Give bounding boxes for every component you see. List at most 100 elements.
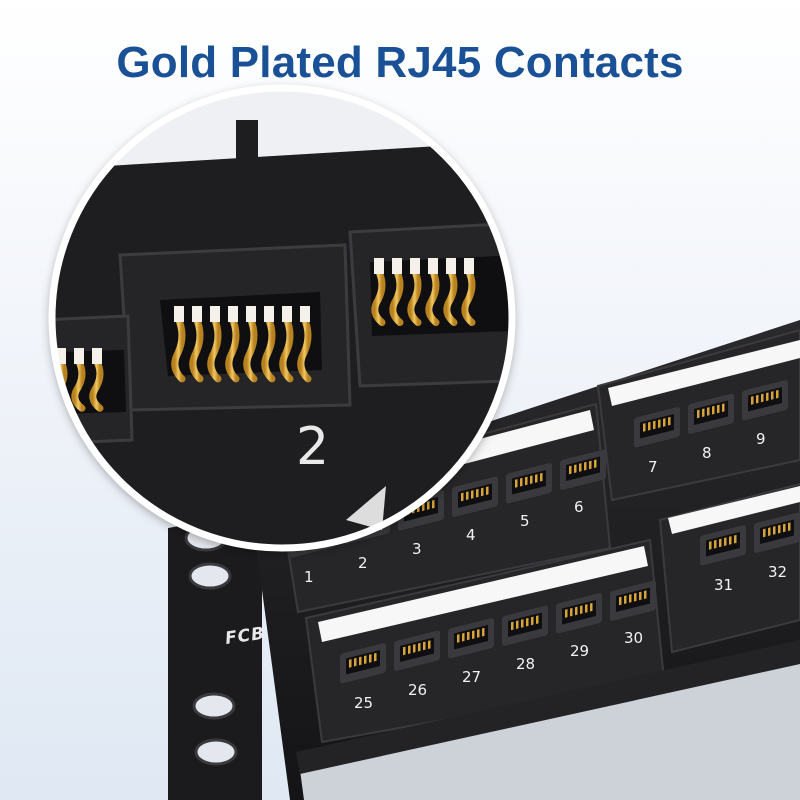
rj45-pin (422, 502, 425, 512)
rj45-pin (778, 524, 781, 534)
contact-separator (210, 306, 220, 322)
gold-contact-pin (207, 314, 222, 383)
punch-down-edge (296, 640, 800, 774)
rj45-pin (648, 421, 651, 431)
port-number: 2 (358, 554, 368, 572)
rj45-pin (751, 396, 754, 405)
port-number: 1 (304, 568, 314, 586)
rj45-pin (516, 620, 519, 630)
port-number: 5 (520, 512, 530, 530)
rj45-pin (476, 488, 479, 498)
rj45-pin (575, 606, 578, 616)
mounting-hole (188, 562, 232, 590)
port-number: 32 (768, 563, 787, 581)
mounting-hole (194, 738, 238, 766)
contact-separator (392, 258, 402, 274)
port-number: 31 (714, 576, 733, 594)
rj45-pin (511, 621, 514, 631)
rj45-pin (585, 604, 588, 613)
rj45-pin (531, 616, 534, 626)
rj45-pin (481, 487, 484, 497)
gold-contact-pin (243, 314, 258, 383)
port-number: 3 (412, 540, 422, 558)
zoom-label-slot (236, 120, 258, 176)
rj45-pin (482, 627, 485, 637)
port-number: 30 (624, 629, 643, 647)
rj45-pin (369, 654, 372, 663)
zoom-content: 2 (54, 90, 510, 546)
contact-separator (446, 258, 456, 274)
rj45-pin (418, 642, 421, 652)
rj45-pin (466, 491, 469, 501)
headline-title: Gold Plated RJ45 Contacts (116, 38, 684, 87)
rj45-pin (788, 522, 791, 532)
rj45-pin (526, 617, 529, 627)
contact-separator (374, 258, 384, 274)
rj45-pin (471, 490, 474, 499)
rj45-pin (580, 605, 583, 615)
rj45-pin (658, 419, 661, 429)
contact-separator (300, 306, 310, 322)
rj45-pin (467, 631, 470, 641)
rj45-pin (374, 652, 377, 662)
gold-contact-pin (407, 266, 422, 326)
rj45-pin (525, 476, 528, 486)
rj45-pin (536, 615, 539, 625)
gold-contact-pin (225, 314, 240, 383)
contact-separator (192, 306, 202, 322)
contact-separator (74, 348, 84, 364)
rj45-pin (520, 477, 523, 487)
rj45-pin (349, 659, 352, 668)
rj45-pin (734, 534, 737, 544)
rj45-pin (766, 392, 769, 402)
rj45-pin (663, 418, 666, 427)
rj45-pin (486, 486, 489, 496)
port-number: 26 (408, 681, 427, 699)
rj45-pin (574, 464, 577, 474)
rj45-pin (639, 591, 642, 601)
rj45-pin (354, 657, 357, 667)
rj45-pin (724, 537, 727, 547)
rj45-pin (408, 645, 411, 655)
rj45-pin (423, 641, 426, 651)
rj45-pin (707, 407, 710, 416)
gold-contact-pin (297, 314, 312, 383)
port-number: 9 (756, 430, 766, 448)
rj45-pin (521, 619, 524, 628)
rj45-pin (535, 474, 538, 483)
rj45-pin (461, 492, 464, 502)
zoom-jack-opening (54, 350, 126, 414)
gold-contact-pin (261, 314, 276, 383)
port-number: 29 (570, 642, 589, 660)
rj45-pin (569, 465, 572, 475)
rj45-pin (530, 475, 533, 485)
contact-separator (410, 258, 420, 274)
rj45-pin (714, 539, 717, 549)
zoom-ring (48, 84, 516, 552)
rj45-pin (589, 460, 592, 470)
gold-contact-pin (171, 314, 186, 383)
gold-contact-pin (425, 266, 440, 326)
rj45-pin (756, 394, 759, 404)
gold-contact-pin (443, 266, 458, 326)
rj45-pin (709, 541, 712, 550)
rj45-pin (590, 602, 593, 612)
rj45-pin (717, 404, 720, 414)
rj45-pin (584, 461, 587, 471)
port-number: 27 (462, 668, 481, 686)
rj45-pin (729, 536, 732, 545)
rj45-pin (403, 646, 406, 656)
contact-separator (174, 306, 184, 322)
rj45-pin (653, 420, 656, 430)
gold-contact-pin (189, 314, 204, 383)
rj45-pin (472, 630, 475, 640)
label-strip (318, 546, 648, 642)
mounting-ear (168, 512, 262, 800)
gold-contact-pin (279, 314, 294, 383)
punch-down-teeth (300, 660, 800, 800)
rj45-pin (722, 403, 725, 413)
rj45-pin (428, 640, 431, 650)
contact-separator (228, 306, 238, 322)
